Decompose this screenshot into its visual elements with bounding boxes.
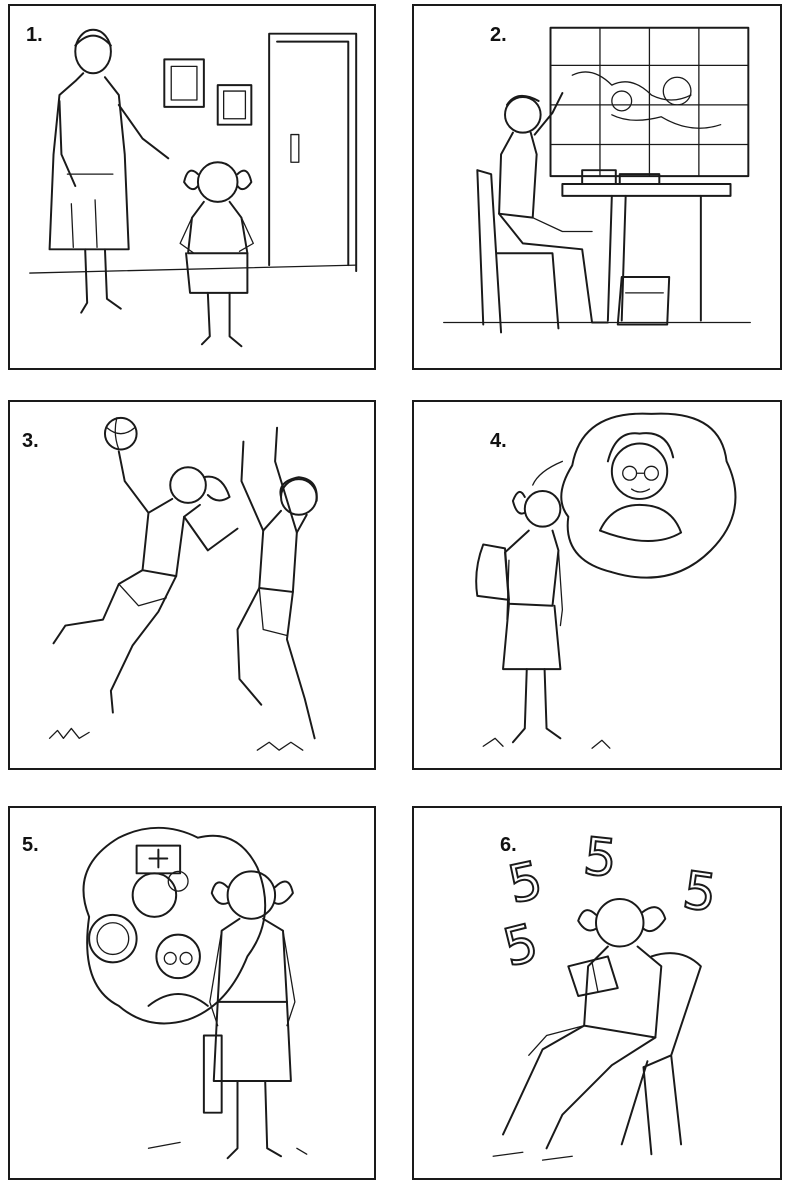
teacher-and-girl-illustration: [29, 28, 358, 348]
panel-4: 4.: [412, 400, 782, 770]
mark-five: 5: [679, 860, 720, 924]
girl-dreaming-of-professions-illustration: [82, 826, 308, 1160]
mark-five: 5: [581, 827, 620, 890]
panel-number: 5.: [22, 834, 39, 856]
panel-number: 3.: [22, 430, 39, 452]
panel-3: 3.: [8, 400, 376, 770]
mark-five: 5: [498, 913, 544, 979]
panel-6: 6. 5 5 5 5: [412, 806, 782, 1180]
panel-number: 6.: [500, 834, 517, 856]
panel-1: 1.: [8, 4, 376, 370]
girls-playing-ball-illustration: [48, 416, 318, 751]
panel-number: 1.: [26, 24, 43, 46]
mark-five: 5: [503, 850, 547, 915]
girl-reading-illustration: 5 5 5 5: [492, 826, 721, 1161]
girl-thinking-of-grandmother-illustration: [475, 412, 737, 749]
panel-2: 2.: [412, 4, 782, 370]
panel-number: 2.: [490, 24, 507, 46]
panel-number: 4.: [490, 430, 507, 452]
girl-at-desk-illustration: [443, 26, 751, 334]
panel-5: 5.: [8, 806, 376, 1180]
